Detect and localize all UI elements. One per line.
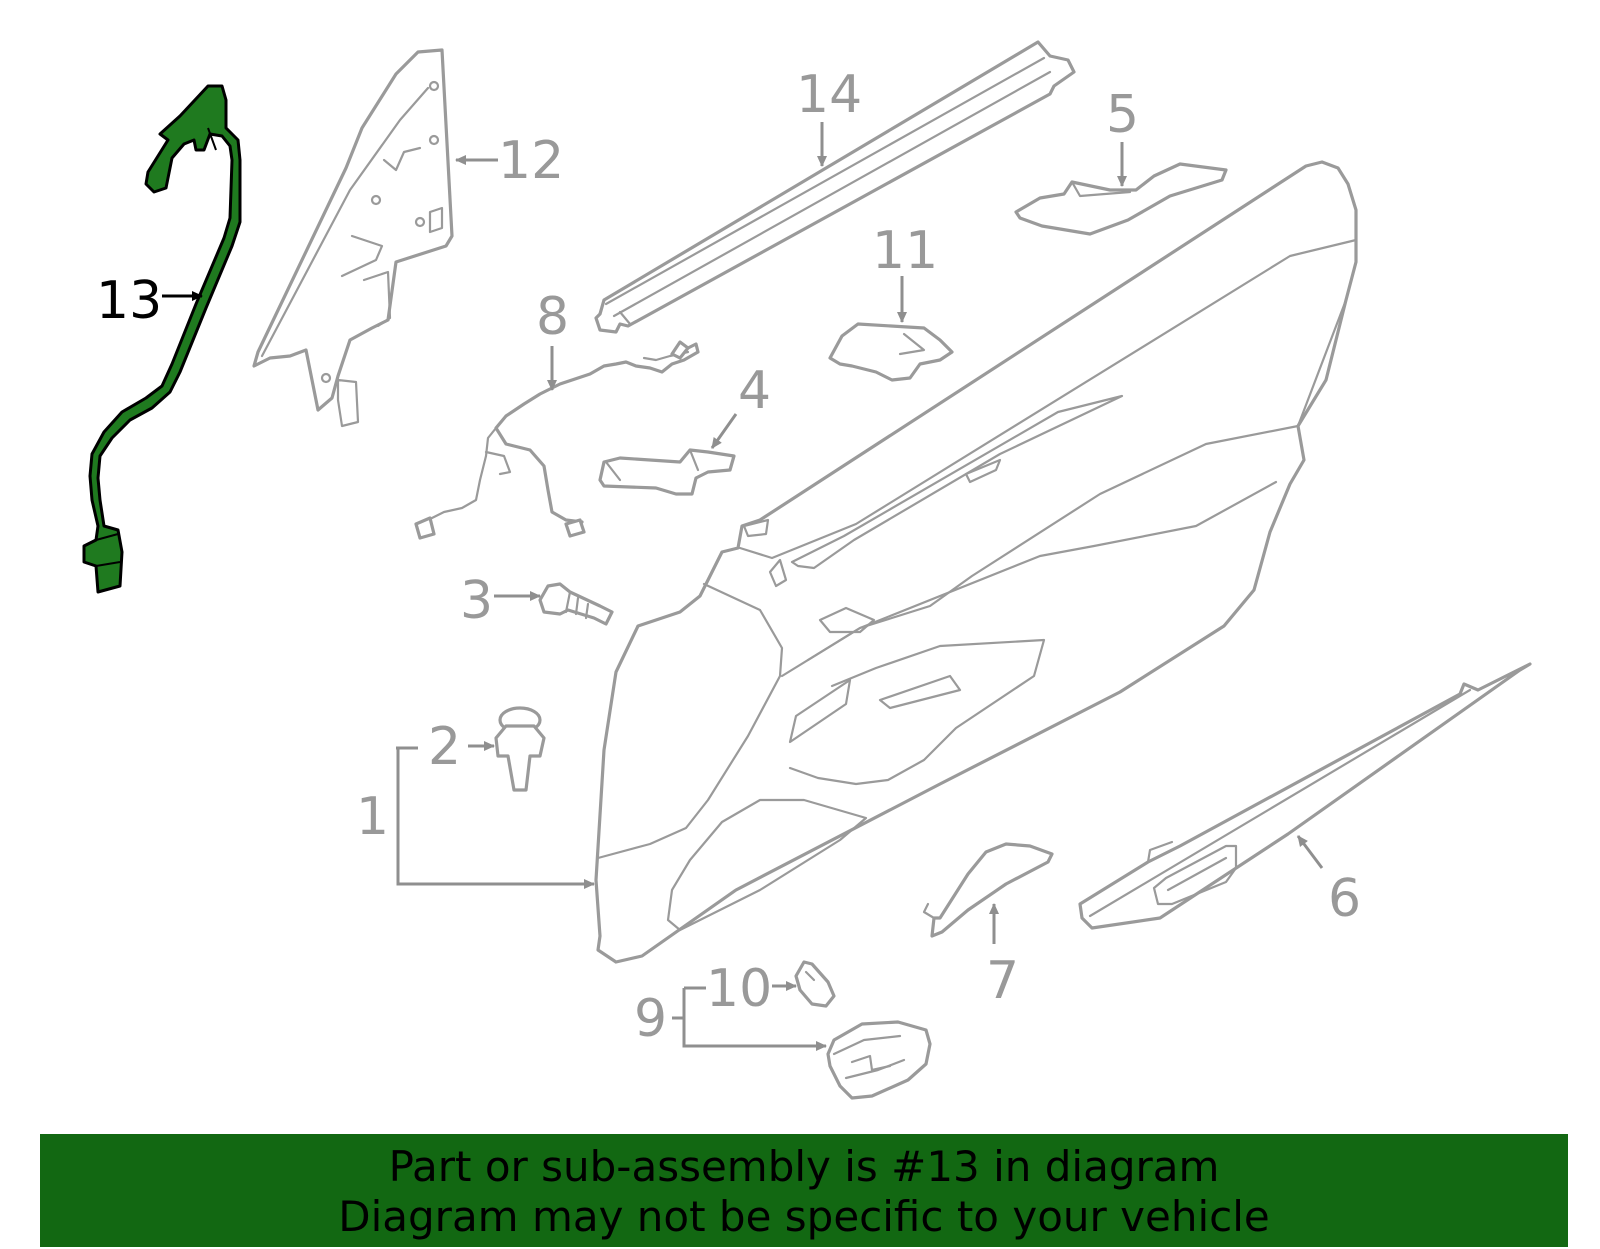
leader-1 — [396, 746, 594, 884]
part-10[interactable] — [794, 960, 836, 1008]
part-7[interactable] — [922, 842, 1054, 938]
callout-13: 13 — [96, 271, 162, 331]
callout-2: 2 — [428, 717, 461, 777]
callout-4: 4 — [738, 361, 771, 421]
part-3[interactable] — [538, 582, 614, 626]
leader-6 — [1296, 835, 1324, 869]
banner-line-1: Part or sub-assembly is #13 in diagram — [388, 1142, 1220, 1191]
part-12[interactable] — [252, 48, 454, 428]
callout-7: 7 — [986, 951, 1019, 1011]
info-banner: Part or sub-assembly is #13 in diagram D… — [40, 1134, 1568, 1247]
callout-5: 5 — [1106, 85, 1139, 145]
part-14[interactable] — [594, 40, 1076, 334]
callout-8: 8 — [536, 287, 569, 347]
banner-line-2: Diagram may not be specific to your vehi… — [338, 1192, 1270, 1241]
part-9[interactable] — [826, 1020, 932, 1100]
part-5[interactable] — [1014, 162, 1228, 236]
part-13-highlighted[interactable] — [82, 84, 242, 594]
leader-4 — [710, 413, 738, 449]
callout-9: 9 — [634, 989, 667, 1049]
callout-11: 11 — [872, 221, 938, 281]
leader-9 — [682, 986, 826, 1046]
part-2[interactable] — [494, 706, 546, 792]
part-11[interactable] — [828, 322, 954, 382]
callout-6: 6 — [1328, 869, 1361, 929]
callout-10: 10 — [706, 959, 772, 1019]
part-4[interactable] — [598, 448, 736, 496]
callout-14: 14 — [796, 65, 862, 125]
callout-12: 12 — [498, 131, 564, 191]
callout-3: 3 — [460, 571, 493, 631]
callout-1: 1 — [356, 787, 389, 847]
part-6[interactable] — [1078, 662, 1532, 930]
part-1[interactable] — [594, 160, 1358, 964]
part-8[interactable] — [414, 340, 700, 540]
